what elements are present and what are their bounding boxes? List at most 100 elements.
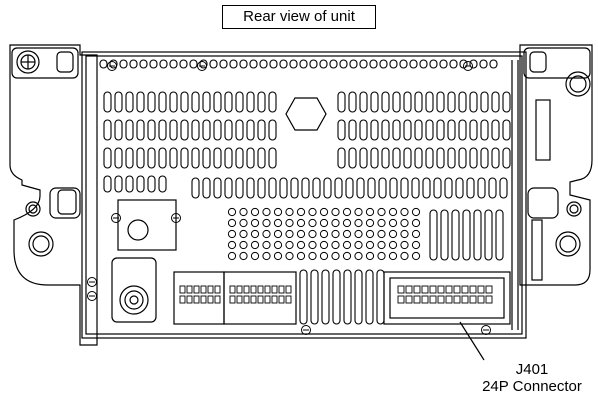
connector-description: 24P Connector [482,378,582,395]
vent-hole [285,229,294,239]
vent-slot [455,177,464,199]
vent-slot [114,119,123,141]
vent-hole [227,240,237,250]
vent-hole [342,218,352,228]
vent-slot [425,119,434,141]
screw-icon [171,213,181,223]
vent-slot [191,147,200,169]
vent-hole [400,240,409,250]
vent-hole [411,229,421,239]
vent-hole [319,218,329,228]
vent-hole [250,251,260,261]
vent-slot [312,177,321,199]
vent-hole [273,229,283,239]
vent-slot [488,177,497,199]
connector-pin [477,285,485,294]
vent-slot [414,119,423,141]
vent-slot [348,119,357,141]
vent-hole [319,240,329,250]
vent-slot [213,177,222,199]
vent-slot [370,147,379,169]
vent-slot [235,177,244,199]
vent-slot [169,91,178,113]
connector-pin [469,285,477,294]
vent-slot [136,119,145,141]
vent-slot [169,59,178,69]
hex-bolt [285,97,327,131]
vent-hole [262,218,271,228]
vent-hole [400,251,409,261]
vent-hole [342,251,352,261]
vent-hole [273,218,283,228]
vent-hole [227,229,237,239]
connector-block-b [223,271,297,325]
vent-slot [447,147,456,169]
vent-slot [268,91,277,113]
vent-slot [158,91,167,113]
vent-hole [262,240,271,250]
connector-pin [179,285,186,294]
vent-slot [213,119,222,141]
connector-pin [193,295,200,304]
vent-slot [491,147,500,169]
vent-hole [250,207,260,217]
connector-pin [413,295,421,304]
vent-slot [224,119,233,141]
vent-hole [342,207,352,217]
vent-hole [365,207,375,217]
vent-slot [136,175,145,193]
vent-slot [392,91,401,113]
chassis-rear-panel [81,51,527,339]
vent-slot [147,91,156,113]
vent-slot [378,177,387,199]
vent-slot [502,119,511,141]
vent-slot [246,119,255,141]
vent-slot [301,177,310,199]
vent-slot [419,59,428,69]
vent-slot [125,147,134,169]
vent-slot [403,119,412,141]
vent-hole [273,240,283,250]
vent-hole [354,251,363,261]
vent-slot [480,147,489,169]
vent-slot [389,59,398,69]
vent-slot [180,119,189,141]
screw-icon [107,61,117,71]
vent-slot [269,59,278,69]
vent-slot [219,59,228,69]
vent-slot [369,59,378,69]
vent-slot [379,59,388,69]
vent-slot [169,119,178,141]
vent-slot [259,59,268,69]
bracket-hole [566,201,582,217]
vent-slot [246,147,255,169]
connector-pin [236,295,243,304]
vent-slot [257,147,266,169]
vent-hole [273,207,283,217]
connector-pin [285,295,292,304]
vent-slot [480,119,489,141]
vent-hole [411,207,421,217]
vent-hole [354,218,363,228]
vent-slot [224,147,233,169]
vent-slot [321,269,330,325]
vent-slot [125,119,134,141]
vent-slot [414,147,423,169]
connector-pin [437,285,445,294]
vent-hole [239,207,248,217]
vent-slot [199,59,208,69]
vent-hole [285,240,294,250]
vent-slot [268,119,277,141]
connector-pin [278,285,285,294]
vent-hole [365,251,375,261]
vent-slot [147,147,156,169]
screw-icon [463,61,473,71]
connector-pin [214,285,221,294]
vent-slot [466,177,475,199]
connector-pin [485,295,493,304]
vent-slot [376,269,385,325]
connector-pin [257,285,264,294]
connector-pin [405,285,413,294]
vent-hole [250,229,260,239]
